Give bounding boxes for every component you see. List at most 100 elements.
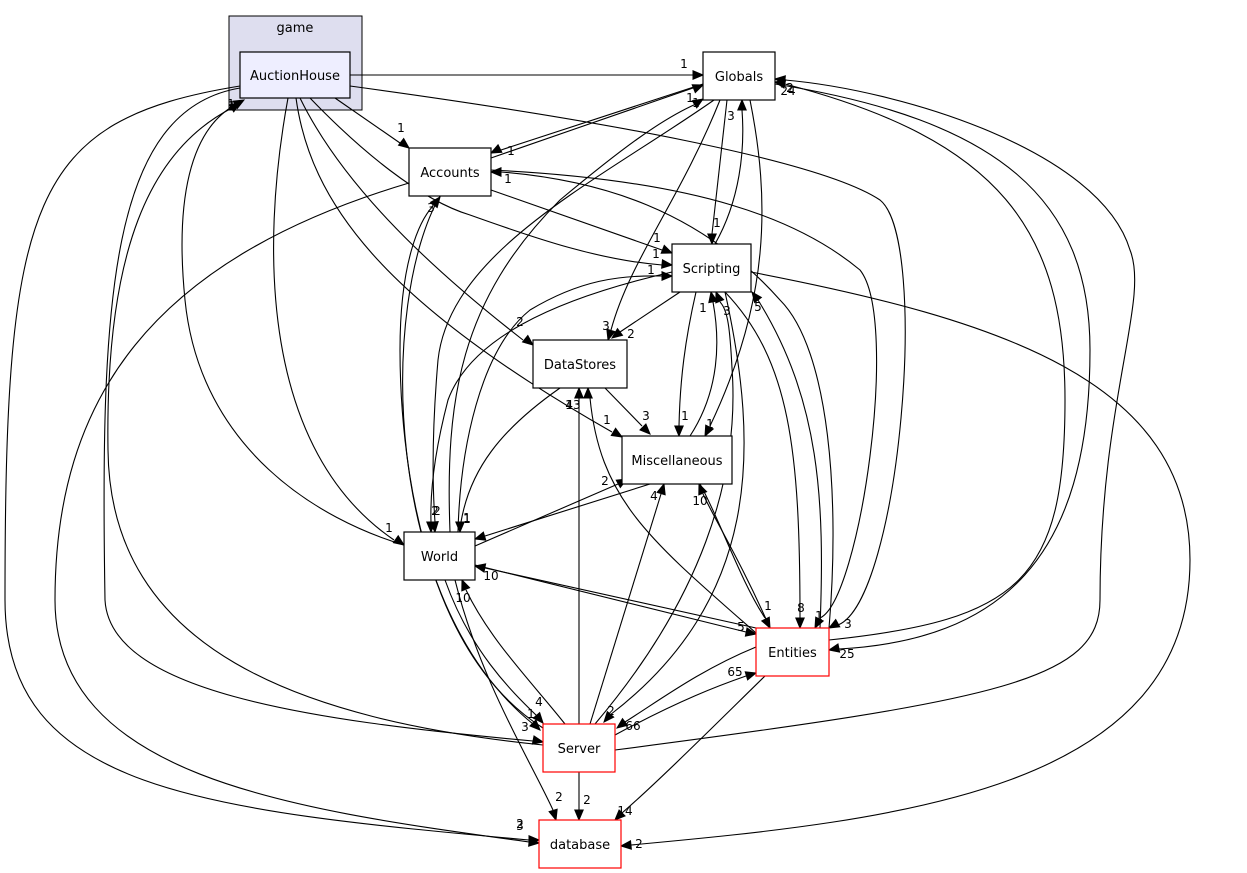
edge-line [604, 387, 643, 427]
edge-auctionhouse-to-server: 3 [103, 87, 545, 745]
edge-datastores-to-miscellaneous: 3 [604, 387, 651, 435]
node-datastores[interactable]: DataStores [532, 339, 628, 389]
edge-weight-label: 1 [527, 707, 535, 721]
node-globals[interactable]: Globals [702, 51, 776, 101]
node-box[interactable] [542, 723, 616, 773]
edge-weight-label: 1 [603, 413, 611, 427]
edge-weight-label: 1 [504, 172, 512, 186]
edge-line [689, 301, 718, 437]
edge-weight-label: 2 [433, 504, 441, 518]
edge-weight-label: 3 [427, 201, 435, 215]
arrowhead [228, 102, 242, 113]
arrowhead [827, 643, 841, 653]
arrowhead [692, 70, 705, 80]
edge-weight-label: 3 [727, 109, 735, 123]
node-entities[interactable]: Entities [755, 627, 830, 677]
edge-accounts-to-entities: 1 [490, 169, 878, 630]
arrowhead [827, 618, 841, 629]
edge-line [309, 97, 663, 266]
arrowhead [574, 809, 584, 822]
node-box[interactable] [755, 627, 830, 677]
edge-line [484, 483, 651, 537]
arrowhead [744, 627, 758, 637]
node-box[interactable] [538, 819, 622, 869]
edge-weight-label: 1 [713, 216, 721, 230]
edge-scripting-to-entities: 8 [724, 291, 805, 630]
arrowhead [660, 244, 674, 254]
edge-weight-label: 1 [681, 409, 689, 423]
edge-weight-label: 1 [647, 263, 655, 277]
edge-server-to-entities: 65 [614, 665, 758, 736]
node-server[interactable]: Server [542, 723, 616, 773]
edge-weight-label: 14 [617, 804, 632, 818]
edge-weight-label: 2 [601, 474, 609, 488]
node-box[interactable] [408, 147, 492, 197]
arrowhead [548, 808, 558, 822]
edge-line [630, 271, 1191, 846]
node-accounts[interactable]: Accounts [408, 147, 492, 197]
edge-globals-to-datastores: 3 [602, 99, 721, 342]
edge-weight-label: 3 [723, 304, 731, 318]
edge-line [619, 291, 681, 333]
node-world[interactable]: World [403, 531, 476, 581]
edge-line [273, 97, 395, 541]
edge-line [714, 109, 744, 245]
edge-weight-label: 1 [463, 512, 471, 526]
edge-line [702, 493, 771, 629]
arrowhead [773, 75, 786, 85]
node-database[interactable]: database [538, 819, 622, 869]
edge-weight-label: 1 [385, 521, 393, 535]
node-box[interactable] [239, 51, 351, 99]
edge-weight-label: 3 [844, 617, 852, 631]
edge-auctionhouse-to-miscellaneous: 1 [295, 97, 624, 438]
arrowhead [751, 290, 763, 304]
edge-world-to-server: 4 [444, 579, 544, 724]
edge-line [589, 397, 757, 634]
node-scripting[interactable]: Scripting [671, 243, 752, 293]
arrowhead [489, 143, 503, 154]
edge-weight-label: 2 [583, 793, 591, 807]
edge-world-to-globals: 1 [448, 96, 705, 533]
edge-line [430, 271, 673, 523]
edge-weight-label: 1 [653, 231, 661, 245]
node-box[interactable] [702, 51, 776, 101]
arrowhead [461, 578, 471, 592]
edge-entities-to-scripting: 5 [751, 290, 822, 629]
arrowhead [661, 271, 674, 281]
arrowhead [691, 84, 705, 94]
arrowhead [661, 259, 674, 269]
edge-weight-label: 10 [483, 569, 498, 583]
nodes-layer: AuctionHouse GlobalsAccountsScriptingData… [239, 51, 830, 869]
edge-line [609, 291, 745, 716]
arrowhead [614, 809, 626, 821]
node-auctionhouse[interactable]: AuctionHouse [239, 51, 351, 99]
edge-line [4, 85, 530, 841]
node-box[interactable] [403, 531, 476, 581]
node-box[interactable] [671, 243, 752, 293]
edge-line [454, 579, 554, 811]
node-miscellaneous[interactable]: Miscellaneous [621, 435, 733, 485]
edge-line [460, 387, 561, 523]
edge-weight-label: 1 [680, 57, 688, 71]
edge-entities-to-database: 14 [614, 675, 766, 821]
node-box[interactable] [532, 339, 628, 389]
edge-weight-label: 65 [727, 665, 742, 679]
arrowhead [606, 328, 616, 342]
edge-line [448, 103, 697, 533]
edge-entities-to-world: 10 [473, 563, 757, 629]
arrowhead [528, 837, 541, 847]
edge-scripting-to-server: 2 [603, 291, 745, 723]
edge-line [432, 99, 715, 523]
edge-accounts-to-scripting: 1 [490, 189, 674, 254]
edge-server-to-datastores: 1 [565, 386, 584, 724]
arrowhead [473, 563, 487, 573]
edge-line [724, 291, 801, 619]
edge-line [500, 83, 704, 151]
edge-weight-label: 3 [642, 409, 650, 423]
arrowhead [691, 98, 705, 109]
edge-weight-label: 5 [754, 300, 762, 314]
node-box[interactable] [621, 435, 733, 485]
edge-line [474, 483, 619, 547]
edge-line [774, 83, 1091, 650]
